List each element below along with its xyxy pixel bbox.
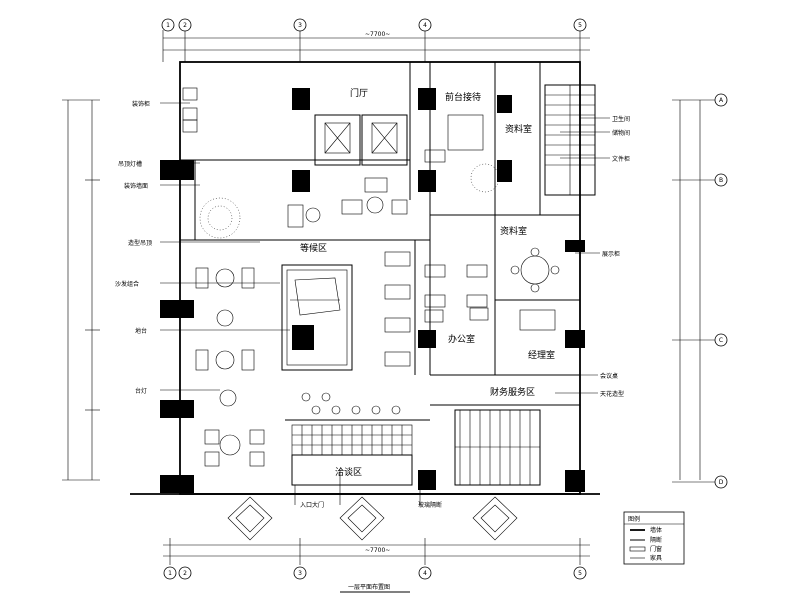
structural-columns bbox=[160, 88, 585, 493]
top-dimension-label: ~7700~ bbox=[365, 31, 390, 38]
legend-item-4: 家具 bbox=[650, 554, 662, 562]
bottom-callout-1: 入口大门 bbox=[300, 501, 324, 509]
left-callout-2: 吊顶灯槽 bbox=[118, 160, 142, 168]
central-platform bbox=[281, 264, 353, 371]
room-label-waiting: 等候区 bbox=[300, 242, 327, 254]
right-callout-2: 储物间 bbox=[612, 129, 630, 137]
axis-bubbles-top: 1 2 3 4 5 bbox=[161, 18, 587, 32]
title-text: 一层平面布置图 bbox=[348, 583, 390, 591]
right-callouts: 卫生间 储物间 文件柜 展示柜 会议桌 天花造型 bbox=[555, 115, 630, 398]
staircase-lower bbox=[454, 409, 541, 486]
left-callout-6: 地台 bbox=[135, 327, 147, 335]
right-callout-4: 展示柜 bbox=[602, 250, 620, 258]
elevators bbox=[314, 114, 408, 166]
outdoor-planters bbox=[227, 496, 518, 541]
bottom-dimension-label: ~7700~ bbox=[365, 547, 390, 554]
axis-top-1: 1 bbox=[166, 22, 170, 29]
axis-right-4: D bbox=[719, 479, 724, 486]
side-dimensions bbox=[62, 99, 715, 483]
axis-bottom-1: 1 bbox=[168, 570, 172, 577]
room-label-finance: 财务服务区 bbox=[490, 386, 535, 398]
left-callouts: 装饰柜 吊顶灯槽 装饰墙面 造型吊顶 沙发组合 地台 台灯 bbox=[115, 100, 290, 395]
axis-bubbles-bottom: 1 2 3 4 5 bbox=[163, 566, 587, 580]
room-label-hall: 门厅 bbox=[350, 87, 368, 99]
axis-bottom-2: 2 bbox=[183, 570, 187, 577]
drawing-title: 一层平面布置图 bbox=[340, 583, 410, 593]
tiled-floor bbox=[291, 424, 413, 486]
axis-top-3: 3 bbox=[298, 22, 302, 29]
axis-bottom-5: 5 bbox=[578, 570, 582, 577]
axis-right-3: C bbox=[719, 337, 723, 344]
left-callout-4: 造型吊顶 bbox=[128, 239, 152, 247]
axis-right-1: A bbox=[719, 97, 724, 104]
bottom-callouts: 入口大门 玻璃隔断 bbox=[294, 470, 442, 509]
room-label-manager: 经理室 bbox=[528, 349, 555, 361]
legend-title: 图例 bbox=[628, 515, 640, 523]
right-callout-3: 文件柜 bbox=[612, 155, 630, 163]
room-label-negotiation: 洽谈区 bbox=[335, 466, 362, 478]
walls bbox=[130, 61, 600, 495]
left-callout-1: 装饰柜 bbox=[132, 100, 150, 108]
left-callout-3: 装饰墙面 bbox=[124, 182, 148, 190]
planting-areas bbox=[199, 163, 500, 239]
right-callout-6: 天花造型 bbox=[600, 390, 624, 398]
room-label-office: 办公室 bbox=[448, 333, 475, 345]
axis-top-4: 4 bbox=[423, 22, 427, 29]
axis-bottom-3: 3 bbox=[298, 570, 302, 577]
left-callout-7: 台灯 bbox=[135, 387, 147, 395]
right-callout-1: 卫生间 bbox=[612, 115, 630, 123]
bottom-callout-2: 玻璃隔断 bbox=[418, 501, 442, 509]
axis-top-2: 2 bbox=[183, 22, 187, 29]
right-callout-5: 会议桌 bbox=[600, 372, 618, 380]
legend-item-3: 门窗 bbox=[650, 545, 662, 553]
bottom-dimension: ~7700~ bbox=[163, 538, 590, 565]
room-label-data-room-1: 资料室 bbox=[505, 123, 532, 135]
furniture bbox=[182, 87, 560, 467]
legend-item-1: 墙体 bbox=[650, 526, 662, 534]
staircase-upper bbox=[544, 84, 596, 196]
axis-right-2: B bbox=[719, 177, 723, 184]
axis-top-5: 5 bbox=[578, 22, 582, 29]
legend-item-2: 隔断 bbox=[650, 536, 662, 544]
top-dimension: ~7700~ bbox=[162, 30, 590, 62]
left-callout-5: 沙发组合 bbox=[115, 280, 139, 288]
room-label-front-desk: 前台接待 bbox=[445, 91, 481, 103]
axis-bottom-4: 4 bbox=[423, 570, 427, 577]
axis-bubbles-right: A B C D bbox=[714, 93, 728, 489]
room-labels: 门厅 前台接待 资料室 资料室 等候区 办公室 经理室 财务服务区 洽谈区 bbox=[300, 87, 555, 478]
legend: 图例 墙体 隔断 门窗 家具 bbox=[623, 511, 685, 565]
room-label-data-room-2: 资料室 bbox=[500, 225, 527, 237]
